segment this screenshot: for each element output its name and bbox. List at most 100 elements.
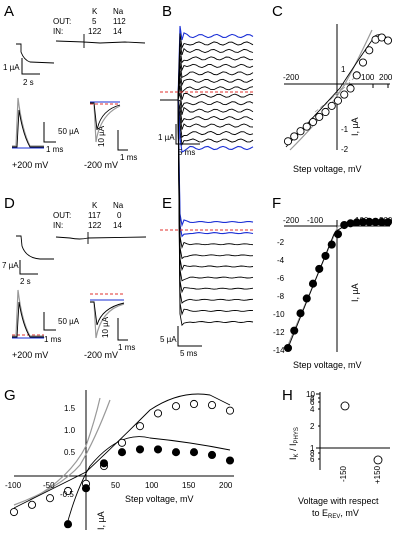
data-point [290,326,299,335]
y-label: I, µA [350,283,360,302]
data-point [383,36,393,45]
inset-right-black [90,301,125,326]
data-point [327,101,336,110]
data-point [81,484,91,493]
data-point [302,122,311,131]
header-k: K [92,7,98,16]
data-point [333,230,343,239]
current-trace [160,70,254,101]
y-tick: -14 [273,346,285,355]
data-point [290,132,299,141]
scale-bar [19,260,38,275]
scale-bar [177,326,202,347]
y-tick: 6 [310,455,315,464]
scale-time: 5 ms [178,148,195,157]
data-point [225,406,235,415]
data-point [225,456,235,465]
data-point [135,445,145,454]
inset-left-grey [12,97,44,147]
data-point [189,399,199,409]
current-trace [160,99,254,304]
in-label: IN: [53,221,63,230]
panel-a: K Na OUT: 5 112 IN: 122 14 1 µA 2 s 50 µ… [3,7,146,170]
y-tick: -8 [277,292,285,301]
y-label: I, µA [350,117,360,136]
data-point [321,251,330,260]
data-curve [287,223,391,349]
voltage-pos: +200 mV [12,350,48,360]
data-point [346,84,355,93]
data-point [63,520,73,529]
x-tick: 100 [361,73,375,82]
x-label: Step voltage, mV [293,164,362,174]
inset-right-scale [117,318,128,341]
data-point [352,71,361,80]
panel-h: 10 8 6 4 2 1 8 6 -150 +150 IK / IPHYS Vo… [288,390,390,520]
x-tick: -200 [283,216,300,225]
header-na: Na [113,7,124,16]
data-point [321,107,330,117]
panel-label-d: D [4,195,15,212]
panel-label-h: H [282,387,293,404]
header-na: Na [113,201,124,210]
current-trace [160,25,254,101]
x-label-line1: Voltage with respect [298,496,379,506]
data-point [171,448,181,457]
y-tick: 1 [341,65,346,74]
scale-time: 5 ms [180,349,197,358]
ghk-fit-2 [29,397,101,501]
current-trace [160,55,254,101]
x-tick: 50 [111,481,120,490]
x-tick: -150 [339,465,348,482]
y-tick: -0.5 [60,490,74,499]
panel-label-a: A [4,3,14,20]
x-tick: 100 [355,216,369,225]
data-point [333,96,343,105]
data-point [340,90,349,99]
scale-time: 2 s [23,78,34,87]
data-point [358,58,368,67]
x-tick: -100 [307,216,324,225]
current-trace [160,99,254,260]
inset-right-black [90,102,121,131]
fit-line [285,219,391,351]
y-tick: -4 [277,256,285,265]
current-trace [160,99,254,272]
in-label: IN: [53,27,63,36]
panel-g: -100 -50 50 100 150 200 1.5 1.0 0.5 -0.5… [5,390,235,530]
scale-amp: 5 µA [160,335,177,344]
x-label-line2: to EREV, mV [312,508,359,520]
current-trace [160,99,254,238]
panel-c: -200 100 200 1 -1 -2 I, µA Step voltage,… [283,24,393,174]
current-trace-left [16,235,54,260]
open-curve [13,393,231,509]
data-point [99,459,109,468]
scale-time: 2 s [20,277,31,286]
y-tick: -10 [273,310,285,319]
y-tick: 1 [310,444,315,453]
data-point [135,422,145,431]
data-point [283,137,293,146]
current-trace [160,99,254,228]
current-trace [160,99,254,124]
x-label: Step voltage, mV [293,360,362,370]
panel-label-e: E [162,195,172,212]
data-point [327,240,336,249]
in-k: 122 [88,27,102,36]
data-point [315,112,324,121]
data-point [296,127,305,136]
inset-right-time: 1 ms [120,153,137,162]
data-point [302,294,311,303]
data-point [153,409,163,418]
y-tick: 1.0 [64,426,76,435]
y-label: I, µA [96,511,106,530]
inset-right-grey [90,102,121,143]
y-tick: 4 [310,405,315,414]
data-point [171,402,181,411]
data-point [63,486,73,496]
data-point [283,343,293,353]
voltage-neg: -200 mV [84,350,118,360]
scale-bar [21,58,40,75]
out-k: 5 [92,17,97,26]
current-trace [160,99,254,250]
